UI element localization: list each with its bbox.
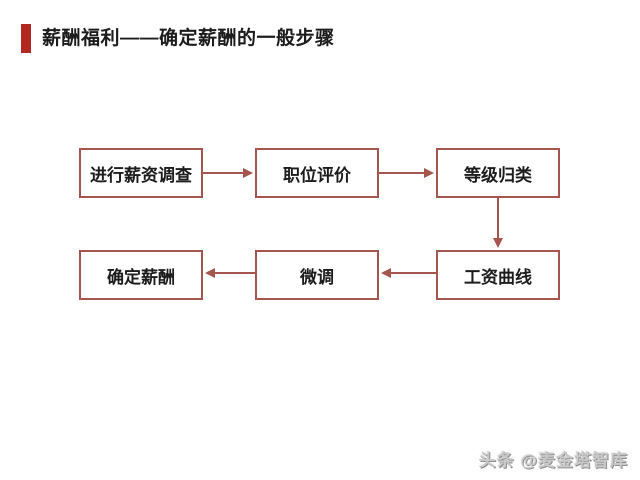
flow-arrow-curve-to-tune — [381, 268, 436, 278]
flow-node-label: 确定薪酬 — [107, 267, 175, 287]
flow-node-label: 工资曲线 — [464, 267, 532, 287]
flow-node-fine-tuning: 微调 — [255, 250, 379, 300]
title-accent-bar — [21, 24, 31, 53]
flow-arrow-jobeval-to-grade — [379, 168, 434, 178]
page-title: 薪酬福利——确定薪酬的一般步骤 — [42, 28, 335, 49]
flow-node-determine-pay: 确定薪酬 — [79, 250, 203, 300]
watermark: 头条 @麦金塔智库 — [478, 451, 628, 470]
flow-node-grade-classification: 等级归类 — [436, 148, 560, 198]
flow-node-label: 职位评价 — [283, 165, 351, 185]
flow-arrow-survey-to-jobeval — [203, 168, 253, 178]
flow-arrow-tune-to-final — [205, 268, 255, 278]
flow-node-wage-curve: 工资曲线 — [436, 250, 560, 300]
flow-arrow-grade-to-curve — [493, 198, 503, 248]
flow-node-label: 进行薪资调查 — [90, 165, 192, 185]
flow-node-salary-survey: 进行薪资调查 — [79, 148, 203, 198]
flow-node-label: 等级归类 — [464, 165, 532, 185]
flow-node-label: 微调 — [300, 267, 334, 287]
flow-node-job-evaluation: 职位评价 — [255, 148, 379, 198]
